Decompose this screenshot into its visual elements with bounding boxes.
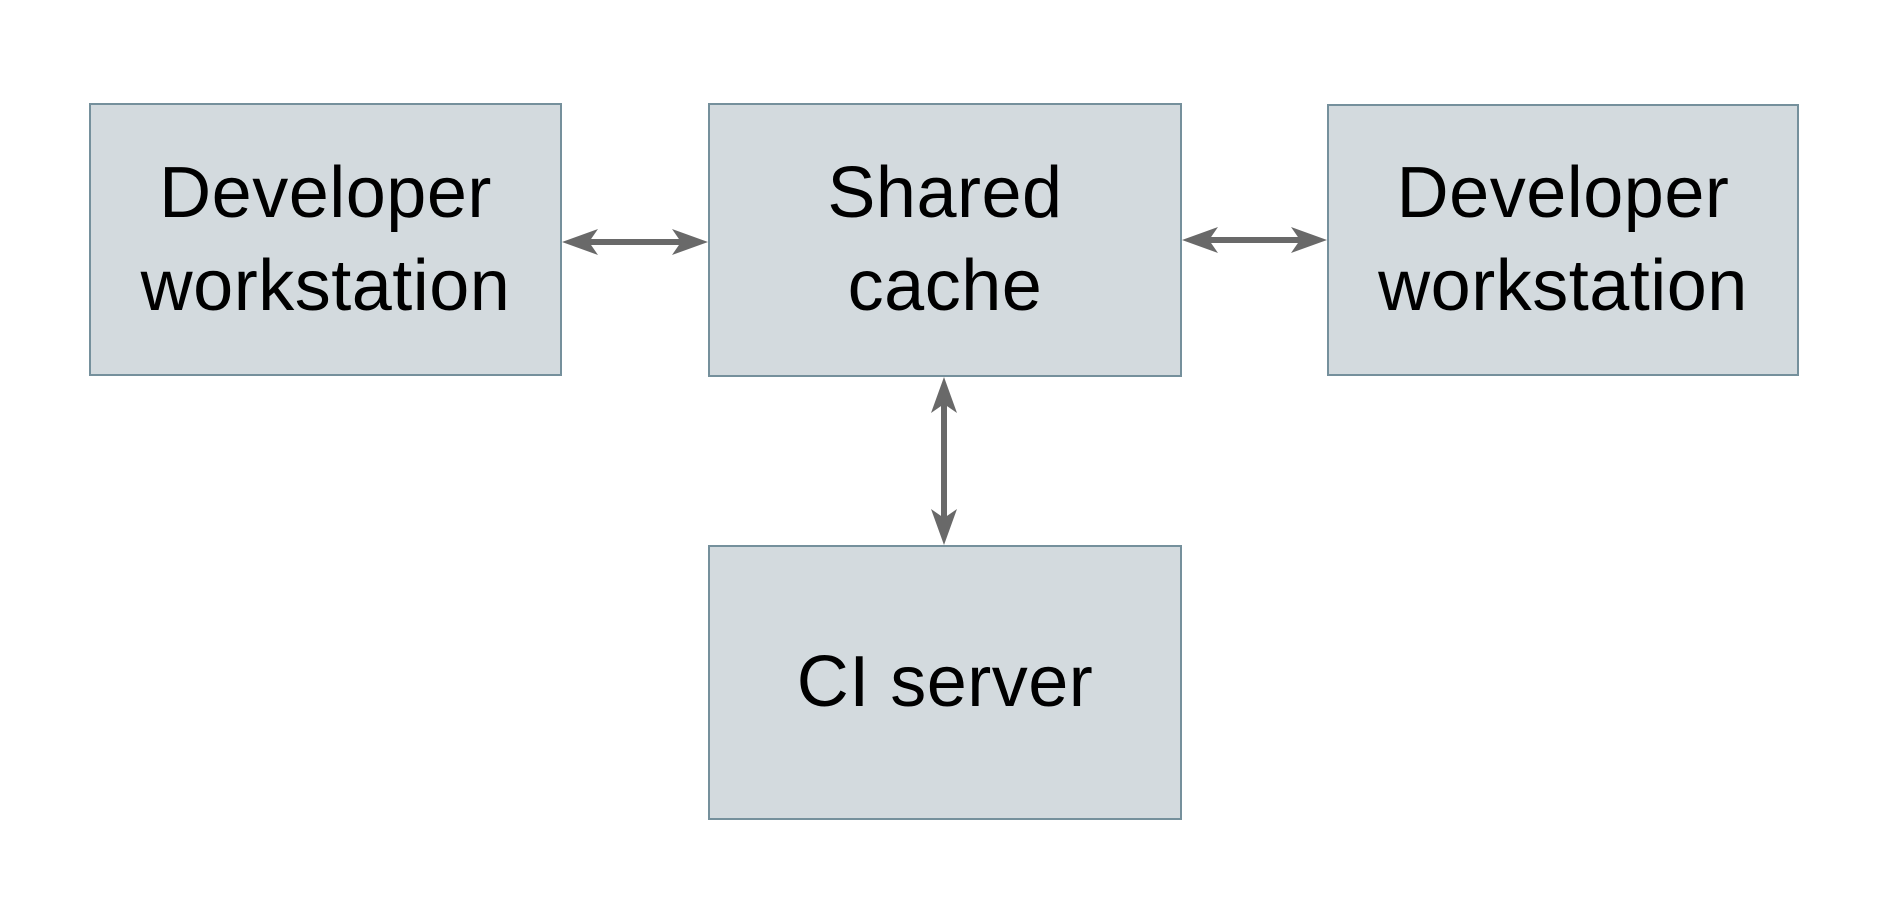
node-shared-cache: Shared cache	[708, 103, 1182, 377]
node-developer-workstation-right: Developer workstation	[1327, 104, 1799, 376]
node-developer-workstation-left-label: Developer workstation	[140, 152, 511, 326]
bidirectional-arrow-left-workstation-shared-cache	[562, 229, 708, 255]
node-developer-workstation-right-label: Developer workstation	[1378, 153, 1748, 326]
node-shared-cache-label: Shared cache	[827, 153, 1063, 326]
bidirectional-arrow-shared-cache-ci-server	[931, 377, 957, 545]
node-developer-workstation-left: Developer workstation	[89, 103, 562, 376]
node-ci-server-label: CI server	[796, 642, 1094, 723]
node-ci-server: CI server	[708, 545, 1182, 820]
bidirectional-arrow-shared-cache-right-workstation	[1182, 227, 1327, 253]
